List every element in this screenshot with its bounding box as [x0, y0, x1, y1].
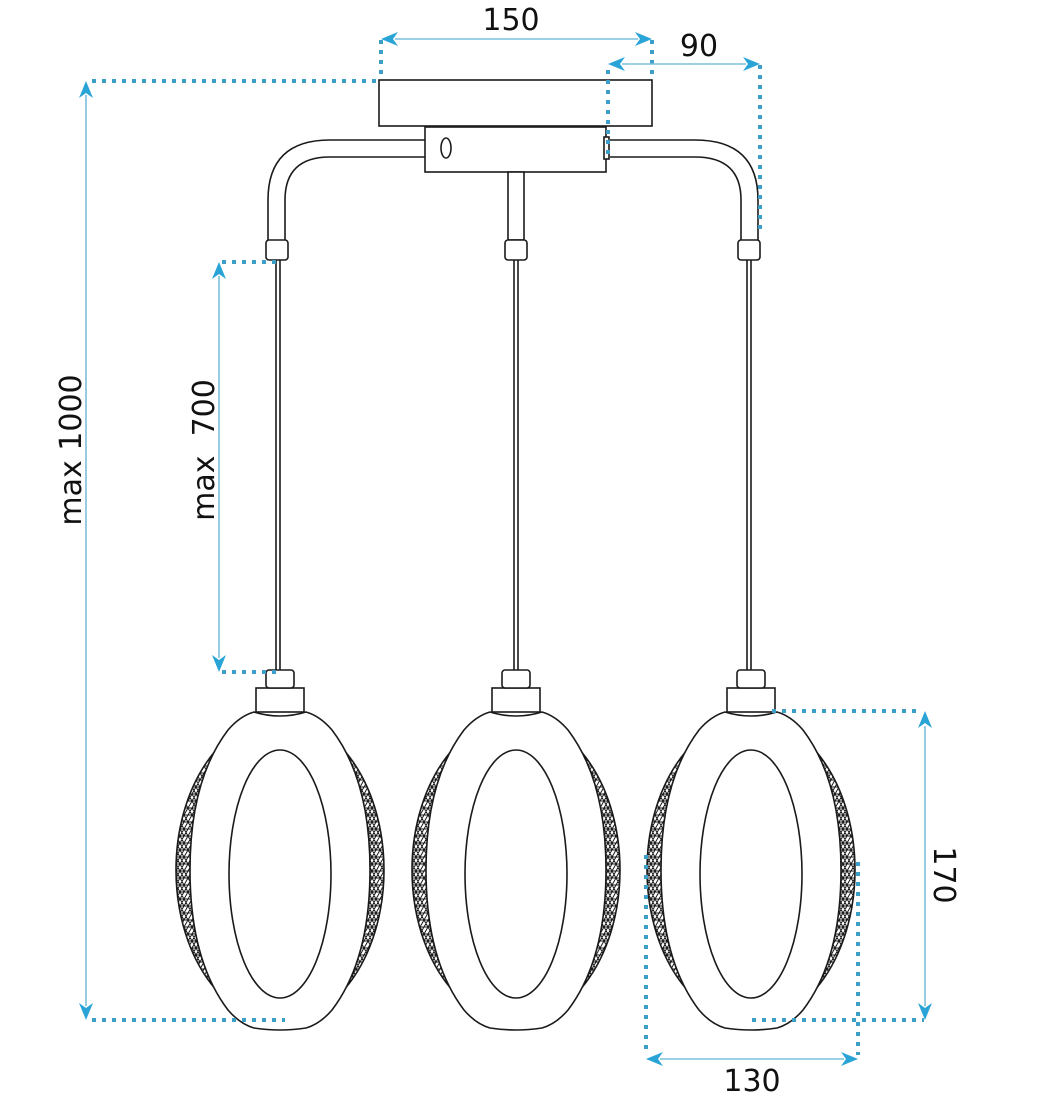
- ceiling-canopy: [378, 79, 653, 127]
- dimension-shade-width: 130: [644, 855, 860, 1099]
- dimension-label-max-1000: max 1000: [54, 374, 89, 525]
- pendant-left: [175, 669, 385, 1031]
- pendant-right: [646, 669, 856, 1031]
- pendant-center: [411, 669, 621, 1031]
- dimension-label-170: 170: [926, 846, 961, 903]
- dimension-canopy-width: 150: [379, 3, 654, 80]
- dimension-label-130: 130: [723, 1064, 780, 1099]
- dimension-label-max-700: max 700: [187, 379, 222, 521]
- dimension-total-height: max 1000: [54, 79, 379, 1022]
- mounting-bar: [424, 126, 610, 173]
- dimension-shade-height: 170: [752, 709, 961, 1022]
- dimension-arm-offset: 90: [606, 29, 762, 232]
- left-arm: [265, 139, 446, 672]
- center-stem: [504, 171, 528, 672]
- right-arm: [610, 139, 761, 672]
- dimension-label-150: 150: [482, 3, 539, 38]
- dimension-label-90: 90: [680, 29, 718, 64]
- dimension-cable-length: max 700: [187, 260, 276, 674]
